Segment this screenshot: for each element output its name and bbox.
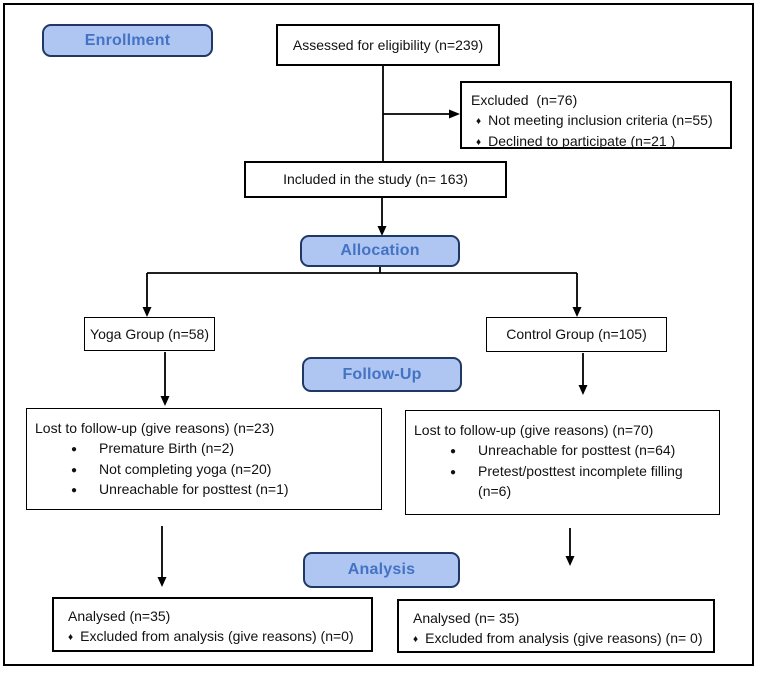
excluded-item-text: Declined to participate (n=21 ) (488, 132, 676, 149)
analysed-control-item: ♦ Excluded from analysis (give reasons) … (408, 628, 704, 649)
excluded-box: Excluded (n=76) ♦ Not meeting inclusion … (460, 81, 732, 149)
round-bullet-icon: ● (71, 444, 78, 456)
analysed-control-title: Analysed (n= 35) (413, 610, 520, 626)
analysed-yoga-title: Analysed (n=35) (68, 608, 171, 624)
round-bullet-icon: ● (450, 466, 457, 478)
analysed-yoga-item: ♦ Excluded from analysis (give reasons) … (63, 626, 362, 647)
round-bullet-icon: ● (450, 446, 457, 458)
lost-followup-yoga-item-text: Unreachable for posttest (n=1) (99, 481, 289, 498)
round-bullet-icon: ● (71, 464, 78, 476)
diamond-bullet-icon: ♦ (413, 634, 419, 646)
diamond-bullet-icon: ♦ (476, 116, 482, 128)
stage-enrollment-label: Enrollment (84, 31, 171, 49)
included-text: Included in the study (n= 163) (283, 171, 468, 188)
control-group-box: Control Group (n=105) (486, 317, 667, 352)
stage-followup-label: Follow-Up (342, 365, 422, 383)
excluded-item-text: Not meeting inclusion criteria (n=55) (488, 112, 713, 129)
analysed-yoga-box: Analysed (n=35) ♦ Excluded from analysis… (52, 597, 373, 652)
excluded-item: ♦ Declined to participate (n=21 ) (471, 131, 721, 152)
included-box: Included in the study (n= 163) (244, 161, 507, 198)
diagram-outer-frame (3, 3, 754, 666)
analysed-control-item-text: Excluded from analysis (give reasons) (n… (425, 630, 703, 647)
excluded-item: ♦ Not meeting inclusion criteria (n=55) (471, 110, 721, 131)
lost-followup-yoga-title: Lost to follow-up (give reasons) (n=23) (35, 420, 275, 436)
stage-allocation-label: Allocation (340, 242, 420, 259)
lost-followup-control-title: Lost to follow-up (give reasons) (n=70) (414, 422, 654, 438)
lost-followup-yoga-item: ● Unreachable for posttest (n=1) (35, 479, 373, 500)
excluded-title: Excluded (n=76) (471, 92, 578, 108)
stage-analysis-label: Analysis (347, 561, 416, 578)
lost-followup-yoga-item: ● Premature Birth (n=2) (35, 438, 373, 459)
yoga-group-text: Yoga Group (n=58) (90, 325, 209, 342)
lost-followup-control-item: ● Unreachable for posttest (n=64) (414, 440, 711, 461)
lost-followup-yoga-box: Lost to follow-up (give reasons) (n=23) … (26, 408, 382, 510)
control-group-text: Control Group (n=105) (506, 326, 647, 343)
stage-allocation: Allocation (300, 235, 460, 267)
round-bullet-icon: ● (71, 485, 78, 497)
stage-enrollment: Enrollment (42, 24, 213, 57)
lost-followup-control-item: ● Pretest/posttest incomplete filling (n… (414, 461, 711, 502)
assessed-eligibility-box: Assessed for eligibility (n=239) (276, 24, 500, 66)
diamond-bullet-icon: ♦ (476, 136, 482, 148)
lost-followup-control-box: Lost to follow-up (give reasons) (n=70) … (405, 410, 720, 515)
stage-followup: Follow-Up (302, 357, 462, 392)
assessed-eligibility-text: Assessed for eligibility (n=239) (292, 36, 484, 53)
analysed-yoga-item-text: Excluded from analysis (give reasons) (n… (80, 628, 354, 645)
lost-followup-control-item-text: Pretest/posttest incomplete filling (n=6… (478, 462, 687, 500)
lost-followup-yoga-item-text: Premature Birth (n=2) (99, 440, 235, 457)
lost-followup-yoga-item-text: Not completing yoga (n=20) (99, 460, 272, 477)
lost-followup-yoga-item: ● Not completing yoga (n=20) (35, 459, 373, 480)
stage-analysis: Analysis (303, 552, 460, 588)
lost-followup-control-item-text: Unreachable for posttest (n=64) (478, 442, 676, 459)
diamond-bullet-icon: ♦ (68, 632, 74, 644)
yoga-group-box: Yoga Group (n=58) (84, 317, 215, 351)
analysed-control-box: Analysed (n= 35) ♦ Excluded from analysi… (397, 599, 715, 653)
